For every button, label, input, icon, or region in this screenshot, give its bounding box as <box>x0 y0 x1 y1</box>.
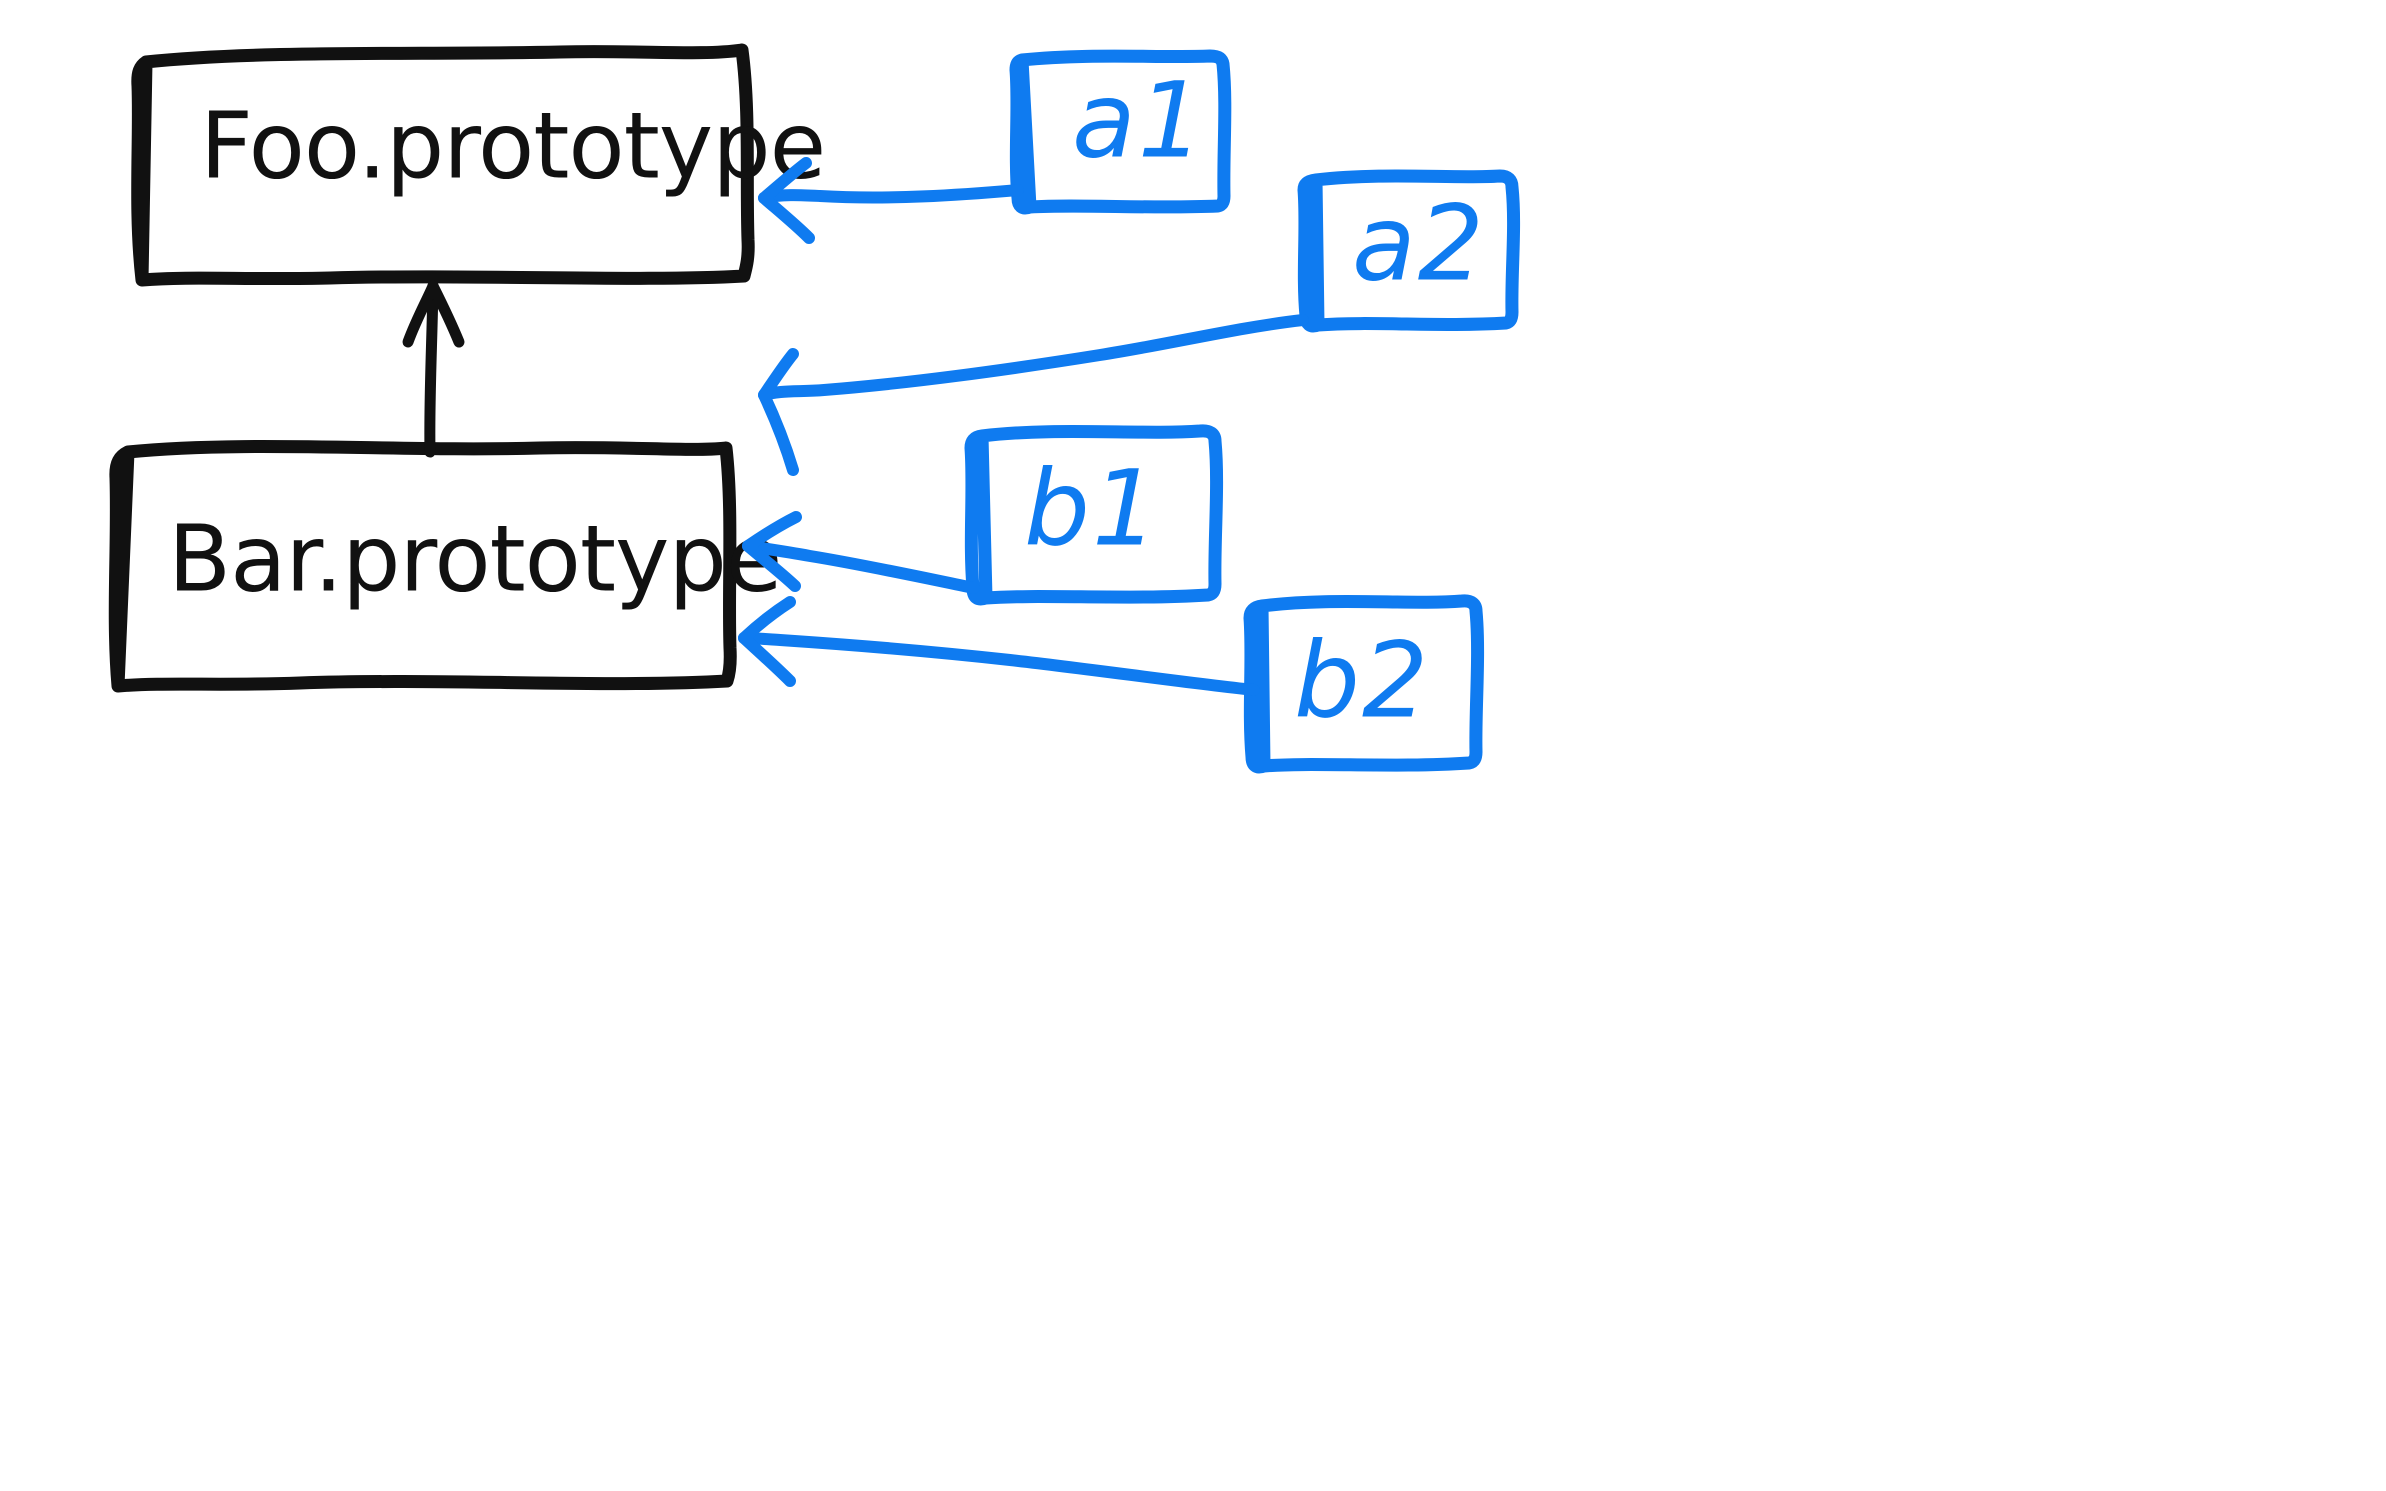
edge-bar-proto-to-foo-proto <box>402 280 465 458</box>
b1-label: b1 <box>1024 447 1160 569</box>
a1-label: a1 <box>1072 59 1206 181</box>
node-a2[interactable]: a2 <box>1297 169 1521 333</box>
foo-prototype-box-outline <box>131 43 755 287</box>
b2-arrow-shaft <box>738 632 1260 696</box>
a1-arrow-head <box>758 157 815 244</box>
bar-prototype-label: Bar.prototype <box>168 505 781 612</box>
inheritance-arrow-head <box>402 280 465 348</box>
b2-arrow-head <box>738 596 796 687</box>
b1-box-outline <box>964 424 1224 606</box>
node-foo-prototype[interactable]: Foo.prototype <box>131 43 826 287</box>
edge-b1-to-bar-prototype <box>742 511 980 594</box>
b1-arrow-shaft <box>742 540 980 594</box>
node-b1[interactable]: b1 <box>964 424 1224 606</box>
node-b2[interactable]: b2 <box>1243 594 1485 774</box>
a2-arrow-head <box>758 348 799 476</box>
a1-arrow-shaft <box>758 184 1024 204</box>
foo-prototype-label: Foo.prototype <box>200 92 825 199</box>
edge-a2-to-foo-prototype <box>758 314 1309 476</box>
edge-a1-to-foo-prototype <box>758 157 1024 244</box>
b2-label: b2 <box>1294 619 1430 741</box>
a2-box-outline <box>1297 169 1521 333</box>
b1-arrow-head <box>742 511 802 592</box>
b2-box-outline <box>1243 594 1485 774</box>
node-a1[interactable]: a1 <box>1009 49 1232 215</box>
a1-box-outline <box>1009 49 1232 215</box>
edge-b2-to-bar-prototype <box>738 596 1260 696</box>
a2-label: a2 <box>1352 182 1486 304</box>
a2-arrow-shaft <box>758 314 1309 401</box>
bar-prototype-box-outline <box>108 440 737 693</box>
node-bar-prototype[interactable]: Bar.prototype <box>108 440 782 693</box>
inheritance-arrow-shaft <box>424 280 439 458</box>
